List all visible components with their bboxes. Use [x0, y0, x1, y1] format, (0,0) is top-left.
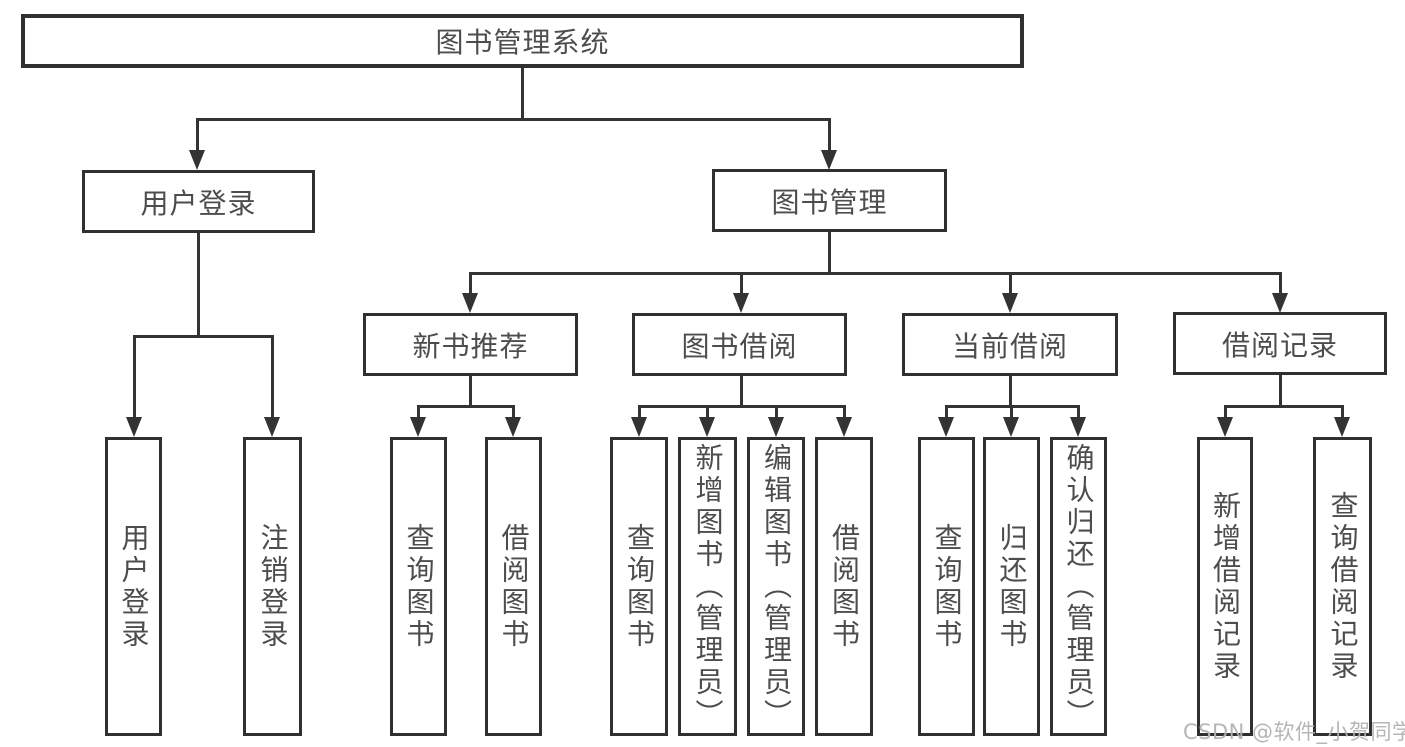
- node-book-borrowing-label: 图书借阅: [681, 329, 798, 363]
- connector-stem: [1279, 375, 1282, 405]
- connector-branch: [469, 272, 1282, 275]
- leaf-logout-login-label: 注销登录: [256, 522, 290, 651]
- connector-drop: [843, 405, 846, 417]
- arrowhead: [768, 417, 784, 437]
- arrowhead: [1217, 417, 1233, 437]
- connector-drop: [740, 272, 743, 293]
- connector-drop: [1279, 272, 1282, 293]
- leaf-edit-book-admin-label: 编辑图书（管理员）: [760, 442, 793, 731]
- connector-stem: [1009, 376, 1012, 405]
- connector-drop: [271, 335, 274, 417]
- arrowhead: [505, 417, 521, 437]
- leaf-query-books-borrowing: 查询图书: [610, 437, 668, 736]
- connector-drop: [945, 405, 948, 417]
- connector-branch: [1224, 405, 1344, 408]
- leaf-add-borrow-record-label: 新增借阅记录: [1209, 490, 1242, 683]
- node-current-borrowing-label: 当前借阅: [951, 329, 1068, 363]
- connector-branch: [417, 405, 515, 408]
- leaf-user-login: 用户登录: [105, 437, 162, 736]
- arrowhead: [264, 417, 280, 437]
- connector-drop: [1010, 405, 1013, 417]
- node-book-management: 图书管理: [712, 169, 947, 232]
- node-new-book-recommend: 新书推荐: [363, 313, 578, 376]
- connector-branch: [133, 335, 274, 338]
- node-user-login: 用户登录: [82, 170, 315, 233]
- leaf-user-login-label: 用户登录: [117, 522, 151, 651]
- connector-drop: [828, 118, 831, 150]
- leaf-add-borrow-record: 新增借阅记录: [1197, 437, 1253, 736]
- arrowhead: [410, 417, 426, 437]
- node-root: 图书管理系统: [21, 14, 1024, 68]
- arrowhead: [631, 417, 647, 437]
- arrowhead: [1070, 417, 1086, 437]
- node-borrowing-records-label: 借阅记录: [1221, 328, 1338, 362]
- watermark: CSDN @软件_小贺同学: [1183, 720, 1405, 744]
- leaf-borrow-books-recommend-label: 借阅图书: [497, 522, 531, 651]
- leaf-query-books-borrowing-label: 查询图书: [623, 522, 656, 651]
- arrowhead: [126, 417, 142, 437]
- connector-drop: [1341, 405, 1344, 417]
- connector-drop: [1077, 405, 1080, 417]
- connector-drop: [469, 272, 472, 293]
- connector-branch: [638, 405, 846, 408]
- node-borrowing-records: 借阅记录: [1173, 312, 1387, 375]
- connector-stem: [828, 232, 831, 272]
- arrowhead: [189, 150, 205, 170]
- connector-drop: [706, 405, 709, 417]
- connector-drop: [638, 405, 641, 417]
- node-user-login-label: 用户登录: [140, 186, 257, 220]
- node-new-book-recommend-label: 新书推荐: [412, 329, 529, 363]
- connector-drop: [417, 405, 420, 417]
- connector-drop: [196, 118, 199, 150]
- leaf-query-books-recommend-label: 查询图书: [402, 522, 436, 651]
- connector-stem: [197, 233, 200, 335]
- leaf-query-books-current-label: 查询图书: [930, 522, 964, 651]
- arrowhead: [821, 150, 837, 170]
- arrowhead: [699, 417, 715, 437]
- leaf-query-borrow-record-label: 查询借阅记录: [1326, 490, 1360, 683]
- leaf-return-book: 归还图书: [983, 437, 1040, 736]
- arrowhead: [1002, 293, 1018, 313]
- connector-drop: [1224, 405, 1227, 417]
- leaf-edit-book-admin: 编辑图书（管理员）: [747, 437, 805, 736]
- connector-stem: [469, 376, 472, 405]
- arrowhead: [733, 293, 749, 313]
- leaf-logout-login: 注销登录: [243, 437, 302, 736]
- connector-drop: [775, 405, 778, 417]
- arrowhead: [462, 293, 478, 313]
- leaf-borrow-books-borrowing: 借阅图书: [815, 437, 873, 736]
- connector-stem: [521, 68, 524, 118]
- connector-drop: [512, 405, 515, 417]
- connector-drop: [1009, 272, 1012, 293]
- connector-branch: [196, 118, 830, 121]
- arrowhead: [1272, 293, 1288, 313]
- arrowhead: [1003, 417, 1019, 437]
- arrowhead: [1334, 417, 1350, 437]
- leaf-confirm-return-admin: 确认归还（管理员）: [1050, 437, 1107, 736]
- connector-drop: [133, 335, 136, 417]
- connector-stem: [740, 376, 743, 405]
- node-current-borrowing: 当前借阅: [902, 313, 1118, 376]
- leaf-add-book-admin-label: 新增图书（管理员）: [691, 442, 725, 731]
- leaf-query-books-current: 查询图书: [918, 437, 975, 736]
- leaf-borrow-books-borrowing-label: 借阅图书: [828, 522, 861, 651]
- node-book-borrowing: 图书借阅: [632, 313, 847, 376]
- leaf-query-books-recommend: 查询图书: [390, 437, 447, 736]
- leaf-return-book-label: 归还图书: [995, 522, 1029, 651]
- leaf-confirm-return-admin-label: 确认归还（管理员）: [1062, 442, 1096, 731]
- leaf-borrow-books-recommend: 借阅图书: [485, 437, 542, 736]
- leaf-add-book-admin: 新增图书（管理员）: [678, 437, 737, 736]
- arrowhead: [836, 417, 852, 437]
- node-root-label: 图书管理系统: [435, 26, 610, 59]
- node-book-management-label: 图书管理: [771, 185, 888, 219]
- leaf-query-borrow-record: 查询借阅记录: [1313, 437, 1372, 736]
- arrowhead: [938, 417, 954, 437]
